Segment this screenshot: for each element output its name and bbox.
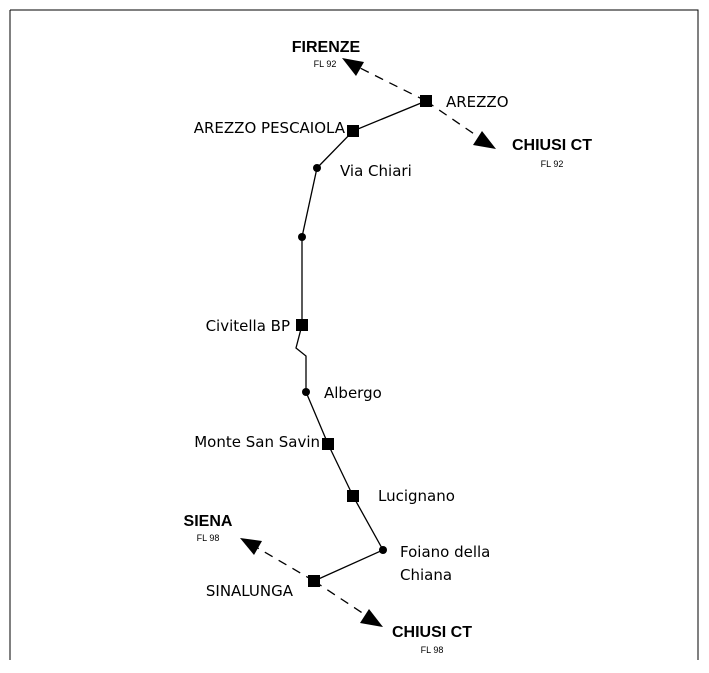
connection-label-chiusi-south: CHIUSI CT	[392, 624, 472, 641]
station-marker-civitella-bp[interactable]	[296, 319, 308, 331]
connection-to-chiusi-south	[313, 580, 368, 617]
main-track	[295, 100, 427, 582]
arrow-chiusi-north-icon	[473, 131, 496, 149]
station-marker-lucignano[interactable]	[347, 490, 359, 502]
station-marker-arezzo[interactable]	[420, 95, 432, 107]
arrow-siena-icon	[240, 538, 262, 555]
station-marker-arezzo-pescaiola[interactable]	[347, 125, 359, 137]
stop-marker-unnamed[interactable]	[298, 233, 306, 241]
label-arezzo: AREZZO	[446, 93, 509, 111]
connection-label-firenze: FIRENZE	[292, 39, 361, 56]
stop-marker-via-chiari[interactable]	[313, 164, 321, 172]
label-lucignano: Lucignano	[378, 487, 455, 505]
connection-to-chiusi-north	[425, 100, 481, 139]
connection-line-siena: FL 98	[197, 533, 220, 543]
arrow-chiusi-south-icon	[360, 609, 383, 627]
connection-line-chiusi-south: FL 98	[421, 645, 444, 655]
label-monte-san-savino: Monte San Savin	[194, 433, 320, 451]
label-civitella-bp: Civitella BP	[206, 317, 290, 335]
connection-to-siena	[255, 546, 315, 582]
label-sinalunga: SINALUNGA	[206, 582, 294, 600]
label-foiano-line2: Chiana	[400, 566, 452, 584]
stop-marker-foiano[interactable]	[379, 546, 387, 554]
station-marker-sinalunga[interactable]	[308, 575, 320, 587]
station-marker-monte-san-savino[interactable]	[322, 438, 334, 450]
stop-marker-albergo[interactable]	[302, 388, 310, 396]
diagram-frame	[9, 9, 699, 660]
label-via-chiari: Via Chiari	[340, 162, 412, 180]
connection-label-siena: SIENA	[184, 513, 233, 530]
label-arezzo-pescaiola: AREZZO PESCAIOLA	[194, 119, 346, 137]
label-foiano-line1: Foiano della	[400, 543, 490, 561]
connection-label-chiusi-north: CHIUSI CT	[512, 137, 592, 154]
arrow-firenze-icon	[342, 58, 364, 76]
connection-line-chiusi-north: FL 92	[541, 159, 564, 169]
label-albergo: Albergo	[324, 384, 382, 402]
connection-to-firenze	[359, 67, 427, 102]
connection-line-firenze: FL 92	[314, 59, 337, 69]
